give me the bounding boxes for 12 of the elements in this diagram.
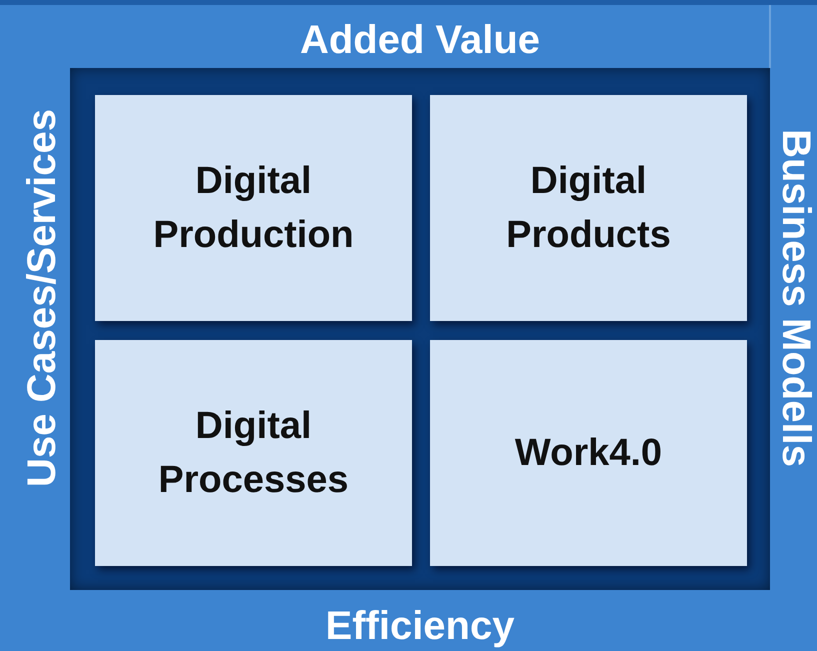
topic-box (95, 95, 412, 321)
topic-label: Digital Products (505, 159, 672, 258)
topic-box (430, 340, 747, 566)
topic-label: Digital Production (152, 159, 355, 258)
axis-label: Efficiency (326, 603, 514, 649)
topic-label: Work4.0 (514, 431, 664, 476)
axis-label: Added Value (300, 17, 540, 63)
topic-label: Digital Processes (157, 404, 350, 503)
topic-box (430, 95, 747, 321)
axis-label: Business Modells (773, 129, 817, 467)
axis-label: Use Cases/Services (19, 108, 65, 488)
topic-box (95, 340, 412, 566)
